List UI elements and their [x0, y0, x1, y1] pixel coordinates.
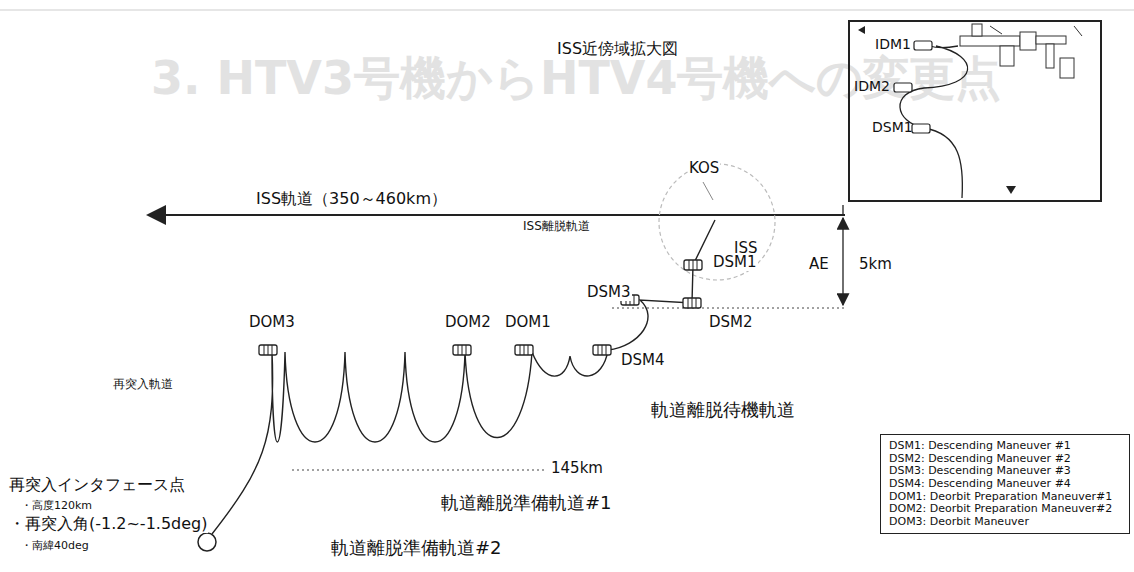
htv-icon — [453, 345, 471, 355]
ae-dimension — [842, 218, 843, 305]
reentry-note: ・高度120km — [20, 500, 93, 513]
maneuver-label: DOM1 — [504, 314, 552, 331]
maneuver-label: IDM2 — [854, 78, 890, 94]
dimension-label: AE — [808, 256, 830, 273]
top-rule — [0, 9, 1134, 11]
reentry-note: ・南緯40deg — [20, 540, 90, 553]
legend-line: DSM1: Descending Maneuver #1 — [889, 440, 1121, 453]
orbit-label: 軌道離脱準備軌道#1 — [440, 493, 613, 514]
reentry-label: ・再突入角(-1.2~-1.5deg) — [8, 515, 208, 533]
legend-line: DOM3: Deorbit Maneuver — [889, 516, 1121, 529]
orbit-label: ISS離脱軌道 — [522, 220, 591, 234]
htv-icon — [684, 260, 702, 270]
ae-tick — [842, 205, 843, 215]
orbit-label: 再突入軌道 — [112, 378, 174, 392]
reentry-point — [198, 533, 216, 551]
inset-caption: ISS近傍域拡大図 — [556, 40, 679, 58]
maneuver-label: IDM1 — [875, 36, 911, 52]
altitude-label: 145km — [550, 460, 604, 477]
maneuver-label: DSM4 — [620, 352, 666, 369]
orbit-label: 軌道離脱待機軌道 — [650, 400, 796, 421]
maneuver-label: DSM3 — [586, 284, 632, 301]
maneuver-label: DOM2 — [444, 314, 492, 331]
maneuver-label: DSM2 — [708, 314, 754, 331]
reentry-label: 再突入インタフェース点 — [8, 476, 186, 494]
trajectory-path — [212, 220, 715, 534]
legend-box: DSM1: Descending Maneuver #1DSM2: Descen… — [880, 434, 1130, 534]
legend-line: DSM4: Descending Maneuver #4 — [889, 478, 1121, 491]
htv-icon — [593, 345, 611, 355]
legend-line: DOM2: Deorbit Preparation Maneuver#2 — [889, 503, 1121, 516]
orbit-label: ISS軌道（350～460km） — [255, 190, 448, 208]
kos-leader — [703, 182, 713, 200]
145km-line — [292, 470, 545, 471]
legend-line: DSM3: Descending Maneuver #3 — [889, 465, 1121, 478]
kos-label: KOS — [688, 160, 720, 177]
orbit-label: 軌道離脱準備軌道#2 — [330, 538, 503, 559]
maneuver-label: DOM3 — [248, 314, 296, 331]
kos-circle — [659, 164, 775, 280]
htv-icon — [683, 298, 701, 308]
dimension-label: 5km — [858, 256, 893, 273]
maneuver-label: DSM1 — [712, 254, 758, 271]
legend-line: DSM2: Descending Maneuver #2 — [889, 453, 1121, 466]
htv-icon — [259, 345, 277, 355]
inset-box: IDM1IDM2DSM1 — [848, 20, 1102, 202]
legend-line: DOM1: Deorbit Preparation Maneuver#1 — [889, 491, 1121, 504]
maneuver-label: DSM1 — [872, 119, 913, 135]
iss-orbit-line — [148, 214, 845, 216]
htv-icon — [515, 345, 533, 355]
